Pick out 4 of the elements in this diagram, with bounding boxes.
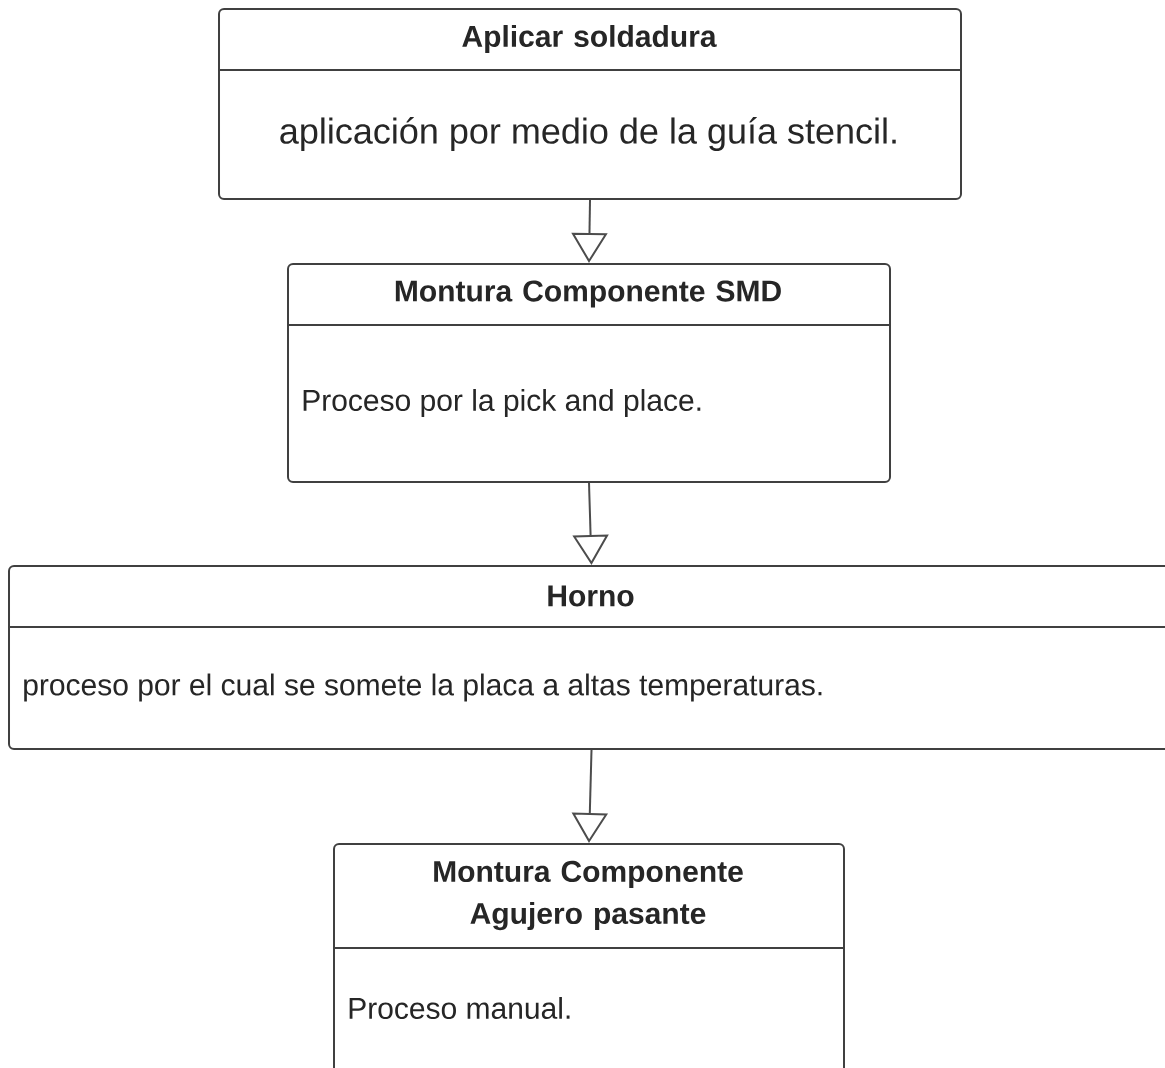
process-box: Aplicar soldadura aplicación por medio de la guía stencil.: [217, 8, 962, 200]
process-box: Montura Componente Agujero pasante Proceso manual.: [332, 843, 845, 1068]
process-box: Montura Componente SMD Proceso por la pick and place.: [286, 263, 891, 483]
process-box: Horno proceso por el cual se somete la placa a altas temperaturas.: [7, 565, 1165, 750]
